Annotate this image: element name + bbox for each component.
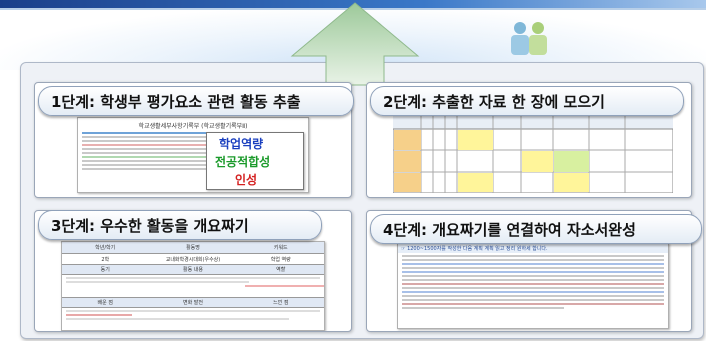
outline-header-grade: 학년/학기: [95, 245, 116, 251]
outline-section-role: 역할: [276, 267, 286, 273]
student-record-document: 학교생활세부사항기록부 (학교생활기록부Ⅱ) 학업역량 전공적합성 인성: [77, 117, 309, 193]
outline-cell-keyword: 학업 역량: [270, 256, 291, 263]
step2-label: 2단계: 추출한 자료 한 장에 모으기: [370, 86, 684, 116]
student-record-title: 학교생활세부사항기록부 (학교생활기록부Ⅱ): [138, 123, 248, 130]
header-bar: [0, 0, 706, 8]
summary-table: [393, 115, 673, 193]
essay-header: ☞ 1200~1500자를 작성한 다음 계획 계획 읽고 정리 원하세 합니다…: [398, 244, 668, 253]
step4-label: 4단계: 개요짜기를 연결하여 자소서완성: [370, 214, 702, 244]
outline-cell-activity: 교내화학경시대회(우수상): [165, 256, 221, 263]
outline-section-growth: 변화 발전: [182, 300, 203, 306]
outline-section-motive: 동기: [100, 267, 110, 273]
step1-label: 1단계: 학생부 평가요소 관련 활동 추출: [38, 86, 354, 116]
essay-document: ☞ 1200~1500자를 작성한 다음 계획 계획 읽고 정리 원하세 합니다…: [397, 243, 669, 329]
outline-header-activity: 활동명: [186, 245, 200, 251]
outline-header-keyword: 키워드: [273, 245, 288, 251]
step3-label: 3단계: 우수한 활동을 개요짜기: [38, 210, 322, 240]
tag-character: 인성: [235, 173, 258, 187]
outline-section-content: 활동 내용: [182, 267, 203, 273]
outline-section-lesson: 배운 점: [97, 300, 113, 306]
tag-academic: 학업역량: [219, 137, 264, 151]
tag-major-fit: 전공적합성: [215, 155, 271, 169]
outline-section-feeling: 느낀 점: [273, 300, 289, 306]
people-icon: [511, 22, 547, 55]
outline-cell-grade: 2학: [101, 256, 110, 263]
outline-document: 학년/학기 활동명 키워드 2학 교내화학경시대회(우수상) 학업 역량 동기 …: [61, 241, 325, 331]
